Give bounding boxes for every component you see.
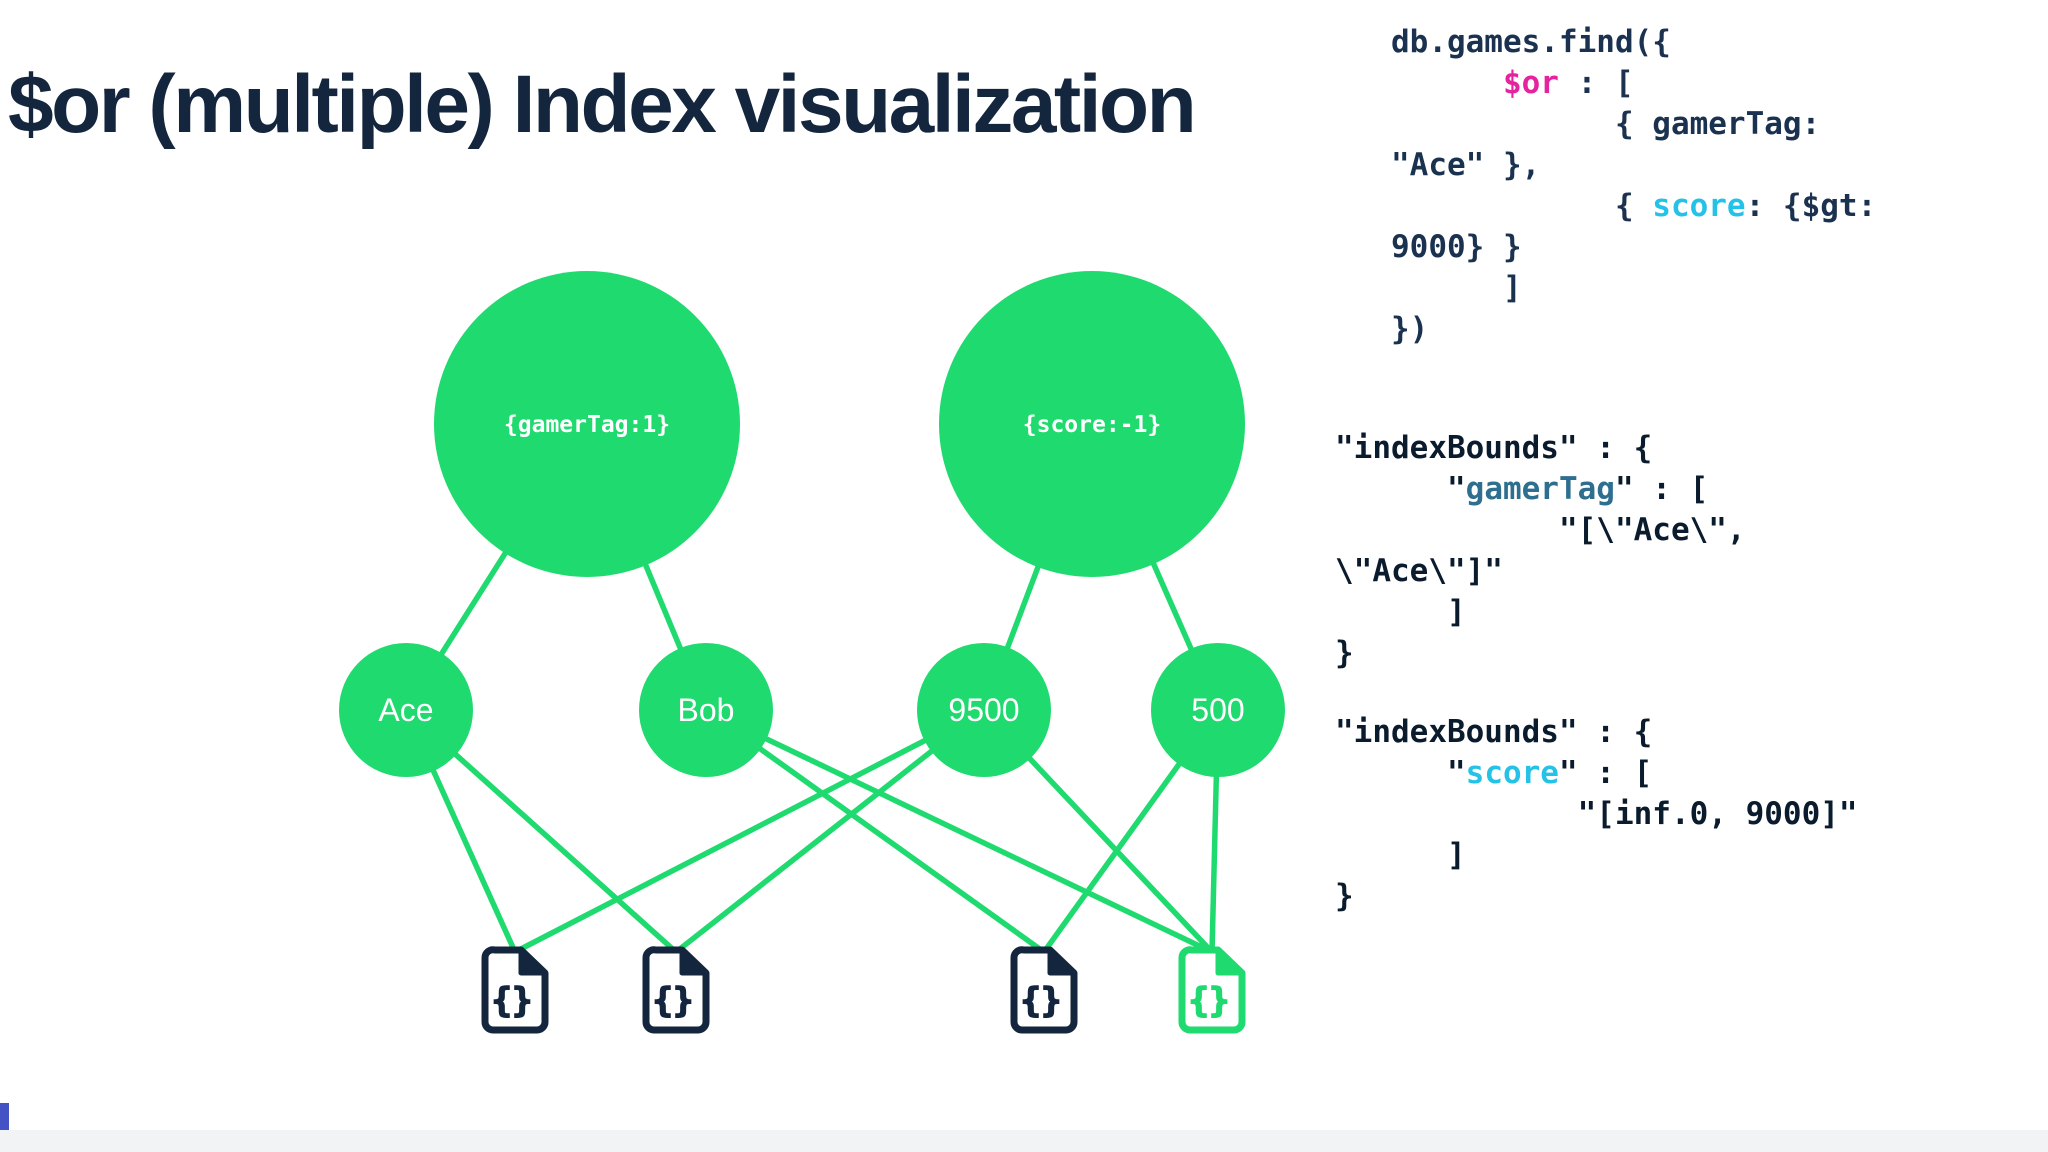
code-token: ": [1335, 471, 1466, 507]
code-token: " : [: [1558, 755, 1653, 791]
json-document-icon: {}: [1010, 946, 1078, 1034]
key-node-circle: [339, 643, 473, 777]
index-node-gamerTag: {gamerTag:1}: [434, 271, 740, 577]
code-block-index-bounds-score: "indexBounds" : { "score" : [ "[inf.0, 9…: [1335, 712, 1858, 917]
code-token: "Ace" },: [1335, 147, 1541, 183]
edge-Bob-doc3: [704, 707, 1046, 955]
code-token: "[\"Ace\",: [1335, 512, 1746, 548]
json-document-icon: {}: [642, 946, 710, 1034]
code-token: "indexBounds" : {: [1335, 714, 1653, 750]
slide-bottom-strip: [0, 1130, 2048, 1152]
code-token: ]: [1335, 594, 1466, 630]
code-token: score: [1465, 755, 1559, 791]
code-block-find-query: db.games.find({ $or : [ { gamerTag: "Ace…: [1335, 22, 1876, 350]
key-node-Bob: Bob: [639, 643, 773, 777]
key-node-Ace: Ace: [339, 643, 473, 777]
key-node-label: Ace: [378, 692, 433, 728]
code-token: "[inf.0, 9000]": [1335, 796, 1858, 832]
index-node-label: {score:-1}: [1023, 412, 1161, 438]
curly-braces-glyph: {}: [1021, 981, 1062, 1021]
key-node-label: 9500: [948, 692, 1019, 728]
index-node-circle: [939, 271, 1245, 577]
code-token: : [: [1558, 65, 1634, 101]
key-node-label: 500: [1191, 692, 1244, 728]
slide-title: $or (multiple) Index visualization: [8, 59, 1197, 150]
key-node-500: 500: [1151, 643, 1285, 777]
code-token: 9000} }: [1335, 229, 1522, 265]
code-token: score: [1652, 188, 1746, 224]
code-token: : {$gt:: [1745, 188, 1877, 224]
edge-Bob-doc4: [704, 707, 1214, 955]
code-token: { gamerTag:: [1335, 106, 1821, 142]
slide-corner-accent: [0, 1103, 9, 1141]
code-token: \"Ace\"]": [1335, 553, 1503, 589]
code-token: [1335, 65, 1503, 101]
json-document-icon-highlighted: {}: [1178, 946, 1246, 1034]
code-token: $or: [1502, 65, 1559, 101]
code-token: {: [1335, 188, 1653, 224]
json-document-icon: {}: [481, 946, 549, 1034]
document-fold-corner: [1215, 947, 1245, 976]
document-fold-corner: [679, 947, 709, 976]
curly-braces-glyph: {}: [492, 981, 533, 1021]
key-node-9500: 9500: [917, 643, 1051, 777]
key-node-circle: [1151, 643, 1285, 777]
code-token: db.games.find({: [1335, 24, 1671, 60]
curly-braces-glyph: {}: [1189, 981, 1230, 1021]
key-node-label: Bob: [678, 692, 735, 728]
index-node-label: {gamerTag:1}: [504, 412, 670, 438]
code-block-index-bounds-gamerTag: "indexBounds" : { "gamerTag" : [ "[\"Ace…: [1335, 428, 1746, 674]
code-token: }: [1335, 878, 1354, 914]
index-node-circle: [434, 271, 740, 577]
code-token: gamerTag: [1465, 471, 1615, 507]
code-token: " : [: [1614, 471, 1709, 507]
index-node-score: {score:-1}: [939, 271, 1245, 577]
curly-braces-glyph: {}: [653, 981, 694, 1021]
code-token: }: [1335, 635, 1354, 671]
code-token: ": [1335, 755, 1466, 791]
key-node-circle: [917, 643, 1051, 777]
code-token: }): [1335, 311, 1429, 347]
document-fold-corner: [518, 947, 548, 976]
code-token: "indexBounds" : {: [1335, 430, 1653, 466]
edge-9500-doc1: [513, 707, 986, 955]
key-node-circle: [639, 643, 773, 777]
document-fold-corner: [1047, 947, 1077, 976]
code-token: ]: [1335, 270, 1522, 306]
code-token: ]: [1335, 837, 1466, 873]
